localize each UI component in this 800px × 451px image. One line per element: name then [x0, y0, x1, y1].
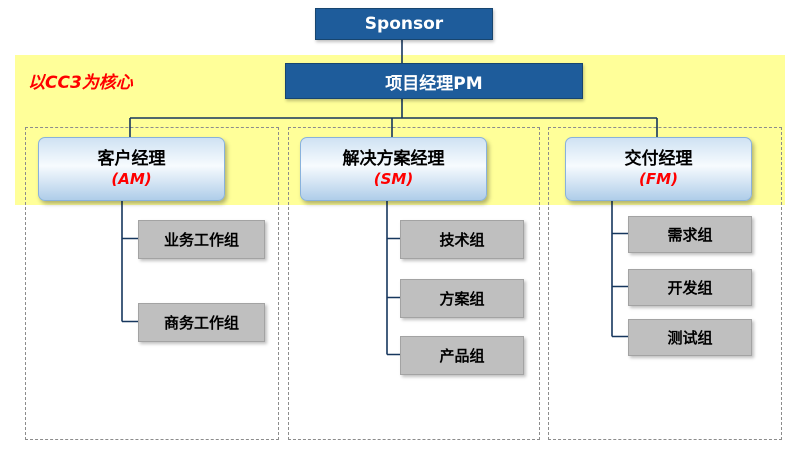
team-box-solution: 方案组: [400, 279, 524, 318]
team-box-technical: 技术组: [400, 220, 524, 259]
group-frame-am: [25, 127, 279, 440]
manager-abbr-sm: (SM): [373, 170, 414, 189]
team-box-requirement: 需求组: [628, 216, 752, 253]
sponsor-box: Sponsor: [315, 8, 493, 40]
manager-box-am: 客户经理 (AM): [38, 137, 225, 201]
manager-title-am: 客户经理: [97, 149, 166, 169]
manager-title-fm: 交付经理: [624, 149, 693, 169]
team-box-product: 产品组: [400, 336, 524, 375]
manager-abbr-am: (AM): [111, 170, 152, 189]
sponsor-label: Sponsor: [364, 14, 444, 34]
manager-title-sm: 解决方案经理: [342, 149, 445, 169]
cc3-annotation: 以CC3为核心: [28, 73, 133, 93]
team-box-commerce: 商务工作组: [138, 303, 265, 342]
pm-box: 项目经理PM: [285, 63, 583, 99]
team-box-testing: 测试组: [628, 319, 752, 356]
group-frame-fm: [548, 127, 782, 440]
team-box-development: 开发组: [628, 269, 752, 306]
team-box-business: 业务工作组: [138, 220, 265, 259]
manager-abbr-fm: (FM): [639, 170, 678, 189]
group-frame-sm: [288, 127, 540, 440]
manager-box-fm: 交付经理 (FM): [565, 137, 752, 201]
manager-box-sm: 解决方案经理 (SM): [300, 137, 487, 201]
pm-label: 项目经理PM: [385, 73, 483, 94]
